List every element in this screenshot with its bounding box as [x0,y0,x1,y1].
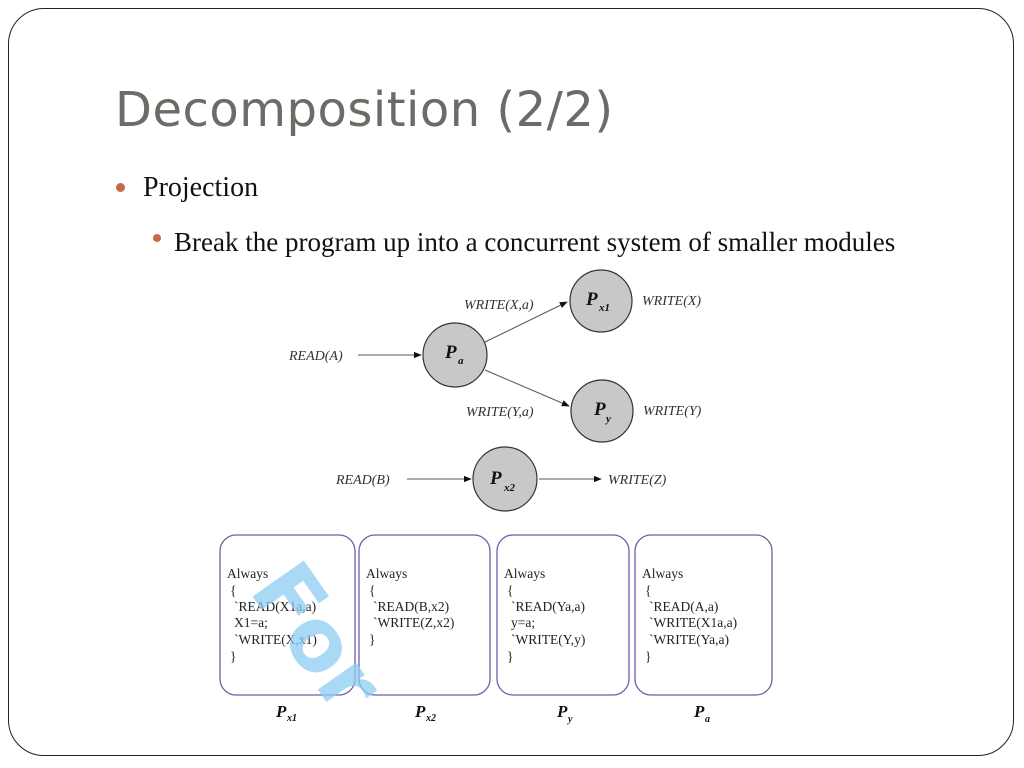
svg-text:x1: x1 [598,302,610,314]
svg-text:Always: Always [504,566,545,581]
svg-text:`WRITE(Z,x2): `WRITE(Z,x2) [373,615,454,630]
svg-text:{: { [645,583,651,598]
slide-frame [8,8,1014,756]
slide-title: Decomposition (2/2) [115,82,614,138]
module-box-px1: Always { `READ(X1a,a) X1=a; `WRITE(X,x1)… [219,534,356,696]
label-write-x: WRITE(X) [642,294,701,309]
svg-text:P: P [556,702,568,721]
edge-pa-px1 [484,301,568,343]
svg-text:}: } [369,632,375,647]
svg-text:P: P [489,468,502,489]
svg-text:`WRITE(X1a,a): `WRITE(X1a,a) [649,615,737,630]
svg-text:}: } [507,649,513,664]
svg-text:P: P [414,702,426,721]
svg-text:P: P [444,342,457,363]
svg-text:`WRITE(Y,y): `WRITE(Y,y) [511,632,585,647]
bullet-dot-level1 [116,183,125,192]
svg-text:}: } [230,649,236,664]
svg-text:Always: Always [642,566,683,581]
svg-text:P: P [693,702,705,721]
module-box-px2: Always { `READ(B,x2) `WRITE(Z,x2) } [358,534,491,696]
svg-text:P: P [593,399,606,420]
label-write-ya: WRITE(Y,a) [466,405,534,420]
svg-text:a: a [458,355,464,367]
label-write-y: WRITE(Y) [643,404,702,419]
node-py: P y [570,379,634,443]
svg-text:x1: x1 [286,713,297,724]
svg-text:Always: Always [366,566,407,581]
svg-text:{: { [507,583,513,598]
caption-px1: P x1 [275,702,297,724]
svg-text:y=a;: y=a; [511,615,535,630]
svg-text:{: { [230,583,236,598]
module-box-pa: Always { `READ(A,a) `WRITE(X1a,a) `WRITE… [634,534,773,696]
caption-px2: P x2 [414,702,436,724]
svg-text:y: y [567,714,573,725]
edge-pa-py [484,369,570,407]
label-read-b: READ(B) [335,473,390,488]
node-px1: P x1 [569,269,633,333]
svg-text:`WRITE(X,x1): `WRITE(X,x1) [234,632,317,647]
svg-text:X1=a;: X1=a; [234,615,268,630]
svg-text:x2: x2 [425,713,436,724]
caption-pa: P a [693,702,710,725]
svg-text:P: P [275,702,287,721]
module-box-py: Always { `READ(Ya,a) y=a; `WRITE(Y,y) } [496,534,630,696]
label-read-a: READ(A) [288,349,343,364]
label-write-xa: WRITE(X,a) [464,298,534,313]
svg-text:`WRITE(Ya,a): `WRITE(Ya,a) [649,632,729,647]
bullet-projection: Projection [143,172,259,203]
svg-text:`READ(B,x2): `READ(B,x2) [373,599,449,614]
bullet-dot-level2 [153,234,161,242]
svg-text:`READ(X1a,a): `READ(X1a,a) [234,599,316,614]
svg-text:x2: x2 [503,482,516,494]
svg-text:a: a [705,714,710,725]
svg-text:{: { [369,583,375,598]
node-pa: P a [422,322,488,388]
label-write-z: WRITE(Z) [608,473,667,488]
svg-text:y: y [604,413,611,425]
svg-text:}: } [645,649,651,664]
bullet-break-program: Break the program up into a concurrent s… [174,227,896,257]
svg-text:Always: Always [227,566,268,581]
svg-text:`READ(Ya,a): `READ(Ya,a) [511,599,585,614]
svg-text:`READ(A,a): `READ(A,a) [649,599,718,614]
svg-text:P: P [585,289,598,310]
node-px2: P x2 [472,446,538,512]
caption-py: P y [556,702,573,725]
